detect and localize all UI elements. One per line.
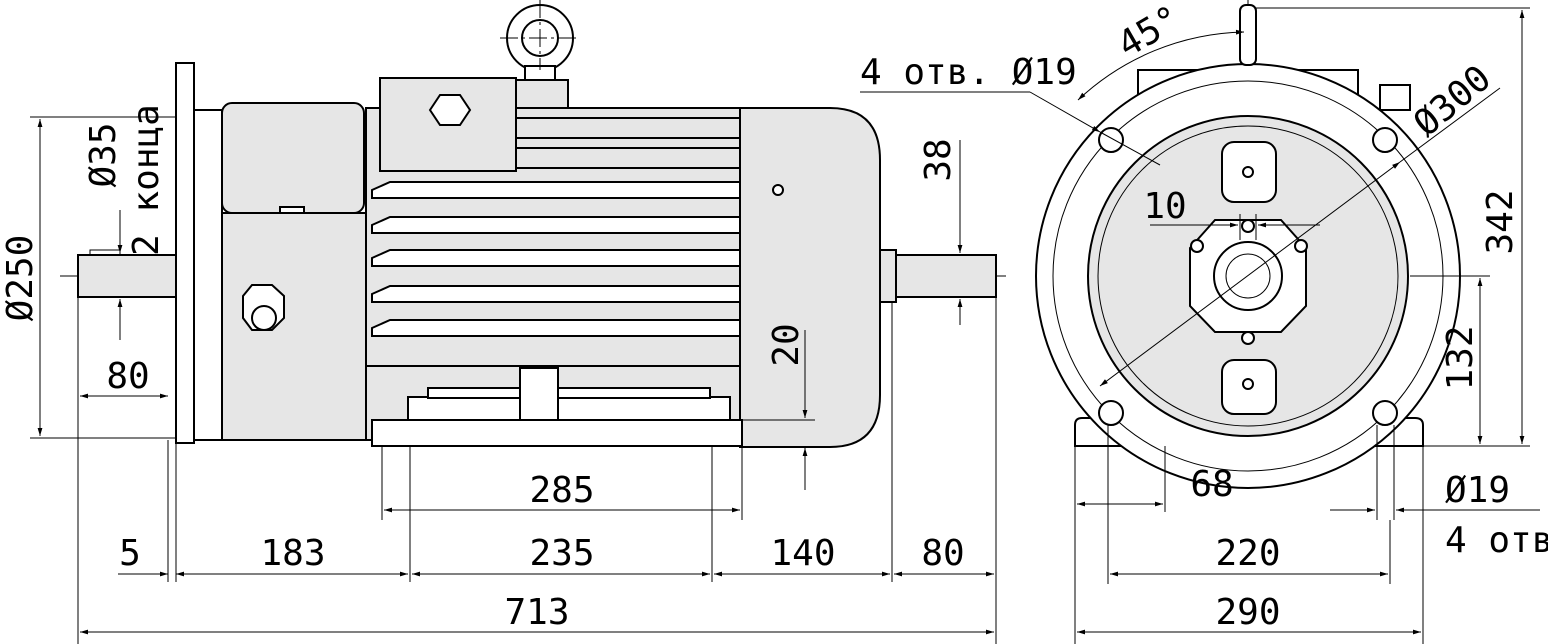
right-shaft-collar (879, 249, 897, 303)
cable-gland (242, 284, 285, 331)
right-shaft (895, 254, 997, 298)
dim-220: 220 (1215, 533, 1280, 574)
front-view: 45° 4 отв. Ø19 Ø300 10 342 132 68 (860, 0, 1548, 644)
bolt-hole-tr (1372, 127, 1398, 153)
foot-upper (407, 396, 731, 421)
foot-base (371, 419, 743, 447)
dim-5: 5 (119, 533, 141, 574)
hex-bolt (428, 94, 472, 126)
dim-4holes-d19: 4 отв. Ø19 (860, 52, 1077, 93)
dim-285: 285 (529, 470, 594, 511)
dim-2-ends: 2 конца (126, 104, 167, 256)
bolt-hole-bl (1098, 400, 1124, 426)
front-lifting-rod (1239, 4, 1257, 66)
bolt-hole-br (1372, 400, 1398, 426)
terminal-box (221, 102, 365, 214)
dim-10: 10 (1143, 186, 1186, 227)
front-side-box (1379, 84, 1411, 111)
front-shield (193, 109, 223, 441)
flange (175, 62, 195, 444)
dim-713: 713 (504, 592, 569, 633)
dim-d300: Ø300 (1406, 58, 1499, 145)
dim-4holes: 4 отв. (1445, 520, 1548, 561)
dim-45: 45° (1111, 0, 1188, 66)
side-view: 713 5 183 235 140 80 285 80 Ø250 Ø35 (0, 0, 1010, 644)
dim-80-bottom: 80 (921, 533, 964, 574)
dim-68: 68 (1190, 464, 1233, 505)
dim-290: 290 (1215, 592, 1280, 633)
dim-20: 20 (766, 323, 807, 366)
dim-80-left: 80 (106, 356, 149, 397)
dim-38: 38 (918, 138, 959, 181)
dim-342: 342 (1480, 189, 1521, 254)
fan-cover (739, 107, 881, 448)
foot-pad (519, 367, 559, 421)
dim-132: 132 (1440, 325, 1481, 390)
dim-183: 183 (260, 533, 325, 574)
lifting-base (515, 79, 569, 109)
dim-d35: Ø35 (83, 122, 124, 187)
bolt-hole-tl (1098, 127, 1124, 153)
dim-d250: Ø250 (0, 235, 41, 322)
cover-screw (772, 184, 784, 196)
lifting-eye (500, 0, 580, 81)
dim-235: 235 (529, 533, 594, 574)
dim-d19: Ø19 (1445, 470, 1510, 511)
dim-140: 140 (770, 533, 835, 574)
brake-housing (221, 212, 367, 441)
left-shaft (77, 254, 179, 298)
foot-top (427, 387, 711, 399)
